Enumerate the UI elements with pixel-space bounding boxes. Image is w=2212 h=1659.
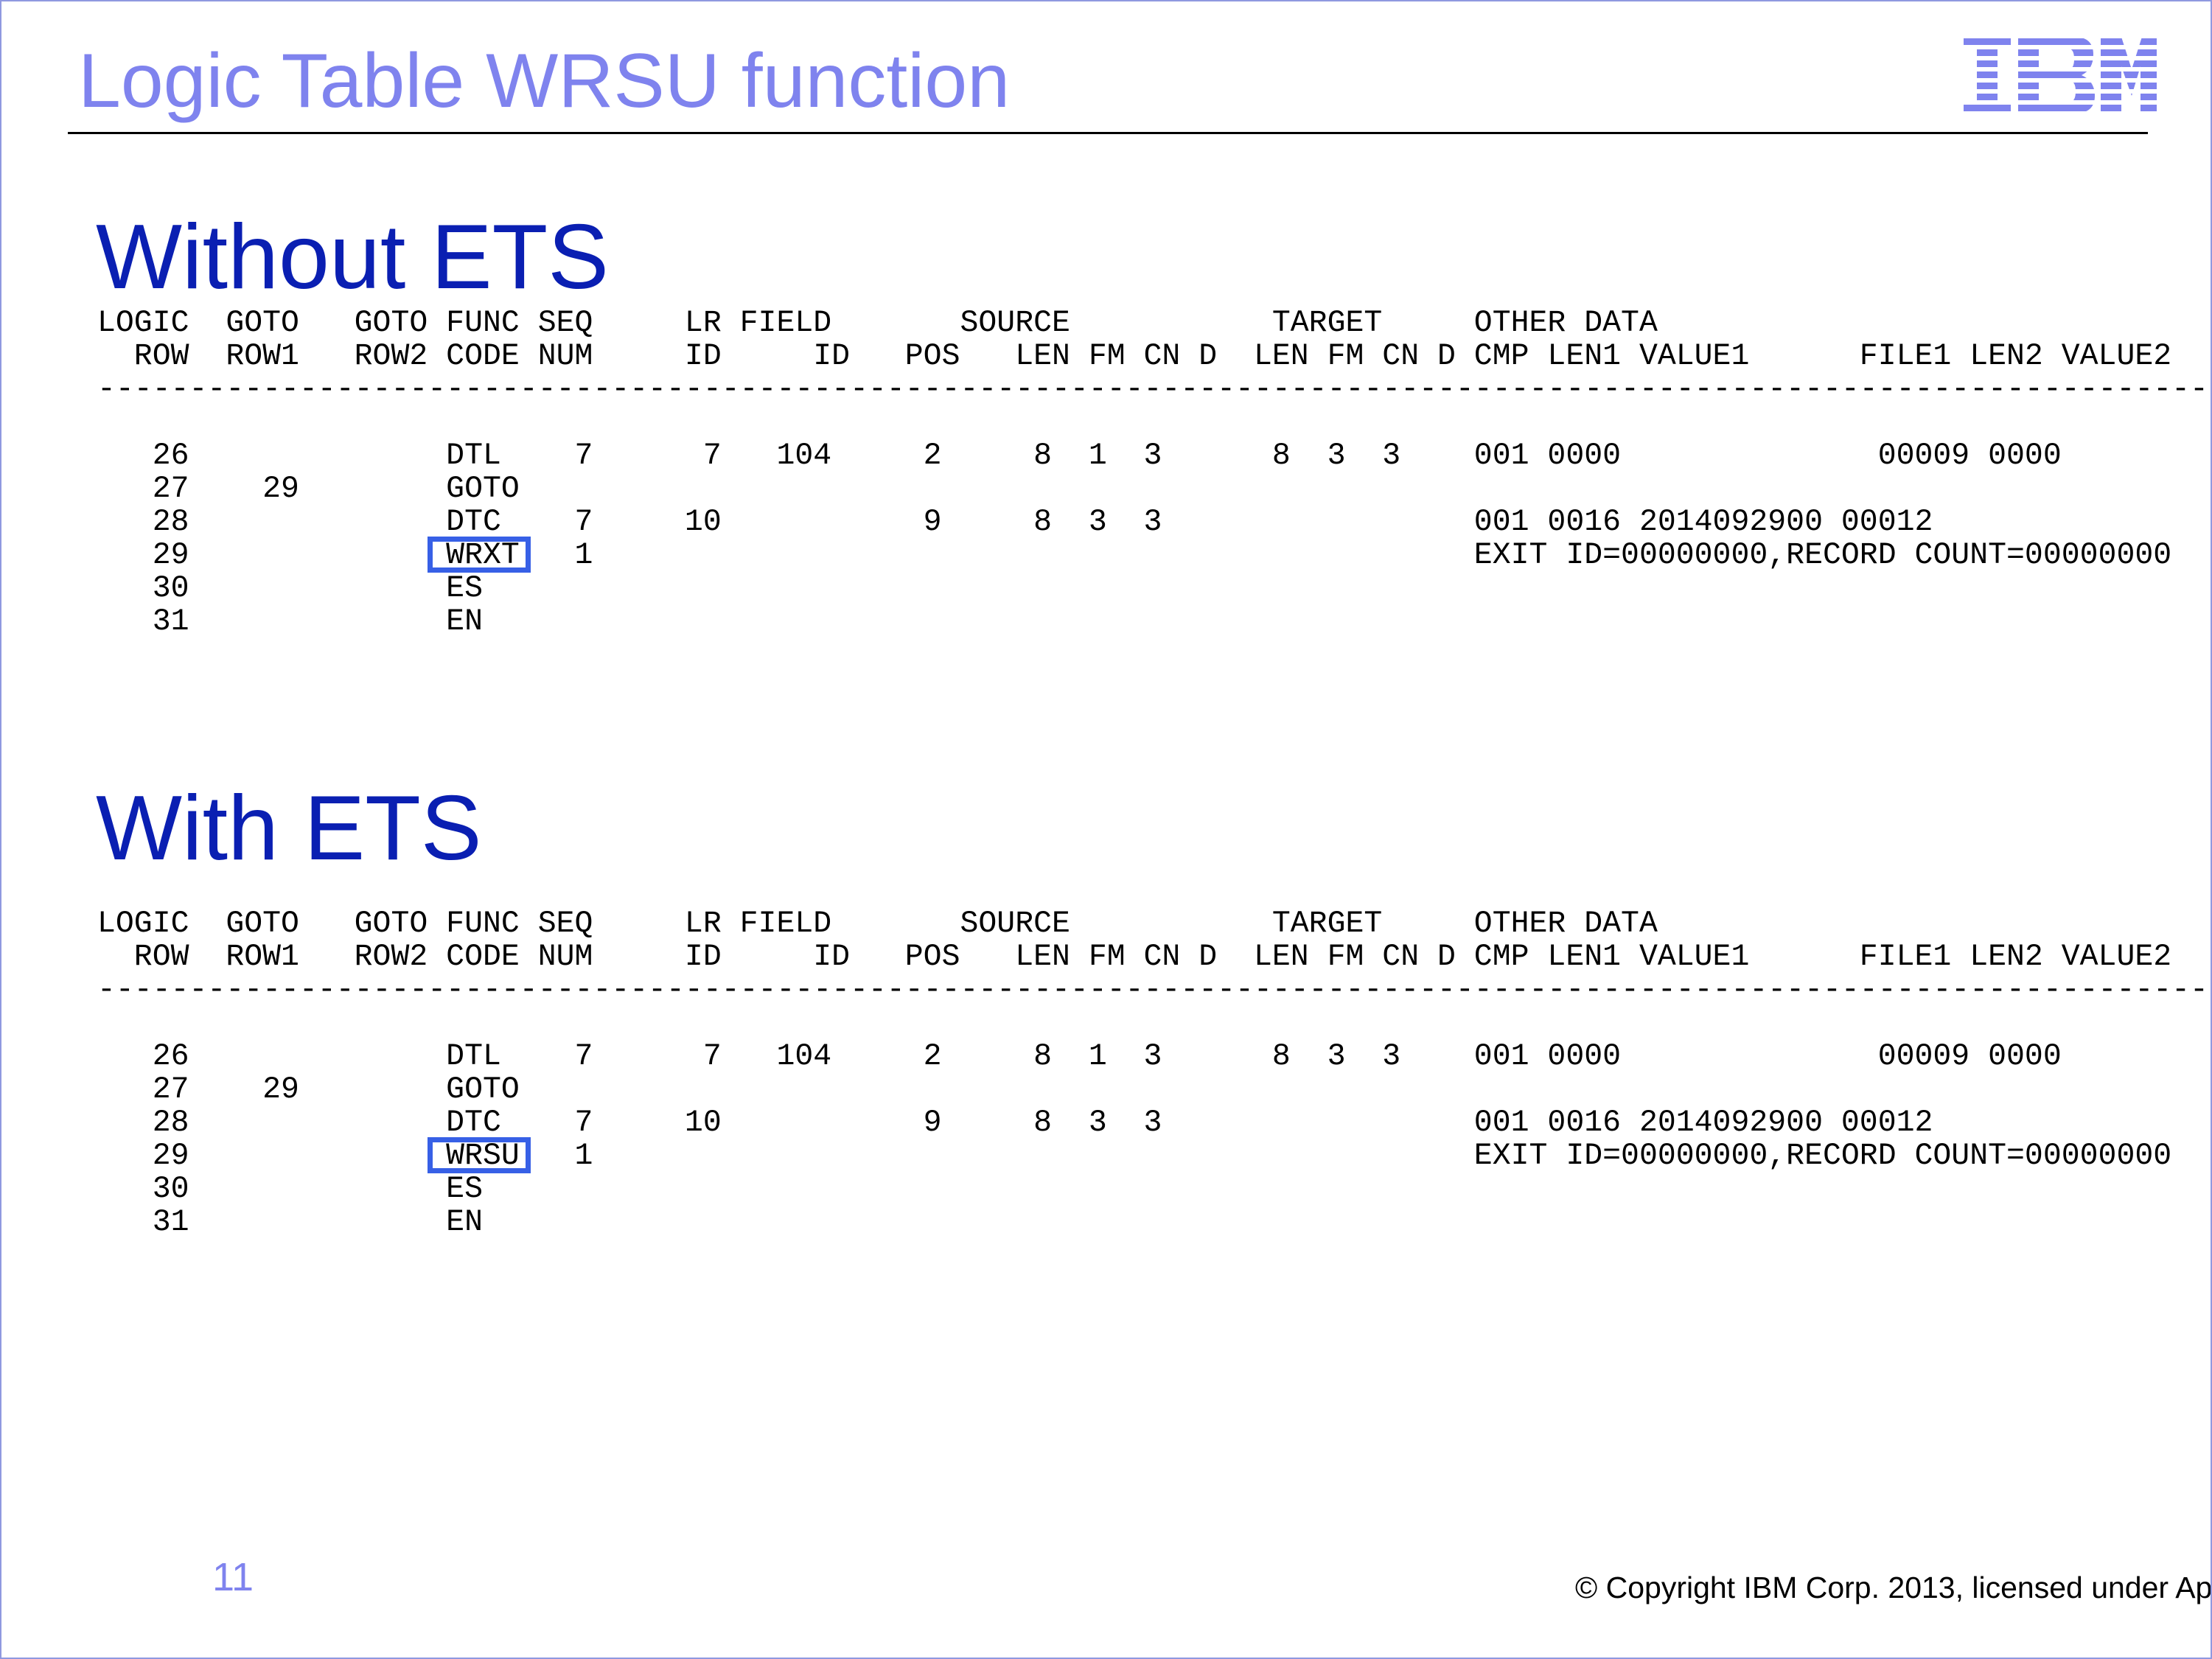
heading-without-ets: Without ETS — [96, 206, 609, 308]
blank-line — [97, 1007, 2211, 1040]
logic-table-with-ets: LOGIC GOTO GOTO FUNC SEQ LR FIELD SOURCE… — [97, 907, 2212, 1240]
table-row-26: 26 DTL 7 7 104 2 8 1 3 8 3 3 001 0000 00… — [97, 1039, 2062, 1074]
title-rule — [68, 132, 2148, 134]
copyright-notice: © Copyright IBM Corp. 2013, licensed und… — [1575, 1571, 2212, 1604]
table-row-29: 29 WRXT 1 EXIT ID=00000000,RECORD COUNT=… — [97, 538, 2172, 573]
highlight-box-wrsu — [428, 1137, 531, 1173]
highlight-box-wrxt — [428, 537, 531, 573]
table-row-29: 29 WRSU 1 EXIT ID=00000000,RECORD COUNT=… — [97, 1139, 2172, 1173]
slide-title: Logic Table WRSU function — [78, 38, 1011, 124]
separator-line: ----------------------------------------… — [97, 973, 2212, 1007]
heading-with-ets: With ETS — [96, 778, 482, 879]
header-line-1: LOGIC GOTO GOTO FUNC SEQ LR FIELD SOURCE… — [97, 306, 1658, 340]
separator-line: ----------------------------------------… — [97, 372, 2212, 407]
ibm-logo — [1964, 37, 2157, 113]
table-row-31: 31 EN — [97, 604, 483, 639]
table-row-30: 30 ES — [97, 571, 483, 606]
table-row-28: 28 DTC 7 10 9 8 3 3 001 0016 2014092900 … — [97, 505, 1933, 539]
table-row-31: 31 EN — [97, 1205, 483, 1240]
header-line-1: LOGIC GOTO GOTO FUNC SEQ LR FIELD SOURCE… — [97, 907, 1658, 941]
header-line-2: ROW ROW1 ROW2 CODE NUM ID ID POS LEN FM … — [97, 339, 2172, 374]
header-line-2: ROW ROW1 ROW2 CODE NUM ID ID POS LEN FM … — [97, 940, 2172, 974]
table-row-27: 27 29 GOTO — [97, 1072, 520, 1107]
logic-table-without-ets: LOGIC GOTO GOTO FUNC SEQ LR FIELD SOURCE… — [97, 306, 2212, 639]
blank-line — [97, 406, 2211, 439]
table-row-26: 26 DTL 7 7 104 2 8 1 3 8 3 3 001 0000 00… — [97, 439, 2062, 473]
page-number: 11 — [212, 1555, 254, 1599]
table-row-28: 28 DTC 7 10 9 8 3 3 001 0016 2014092900 … — [97, 1106, 1933, 1140]
table-row-27: 27 29 GOTO — [97, 472, 520, 506]
table-row-30: 30 ES — [97, 1172, 483, 1206]
